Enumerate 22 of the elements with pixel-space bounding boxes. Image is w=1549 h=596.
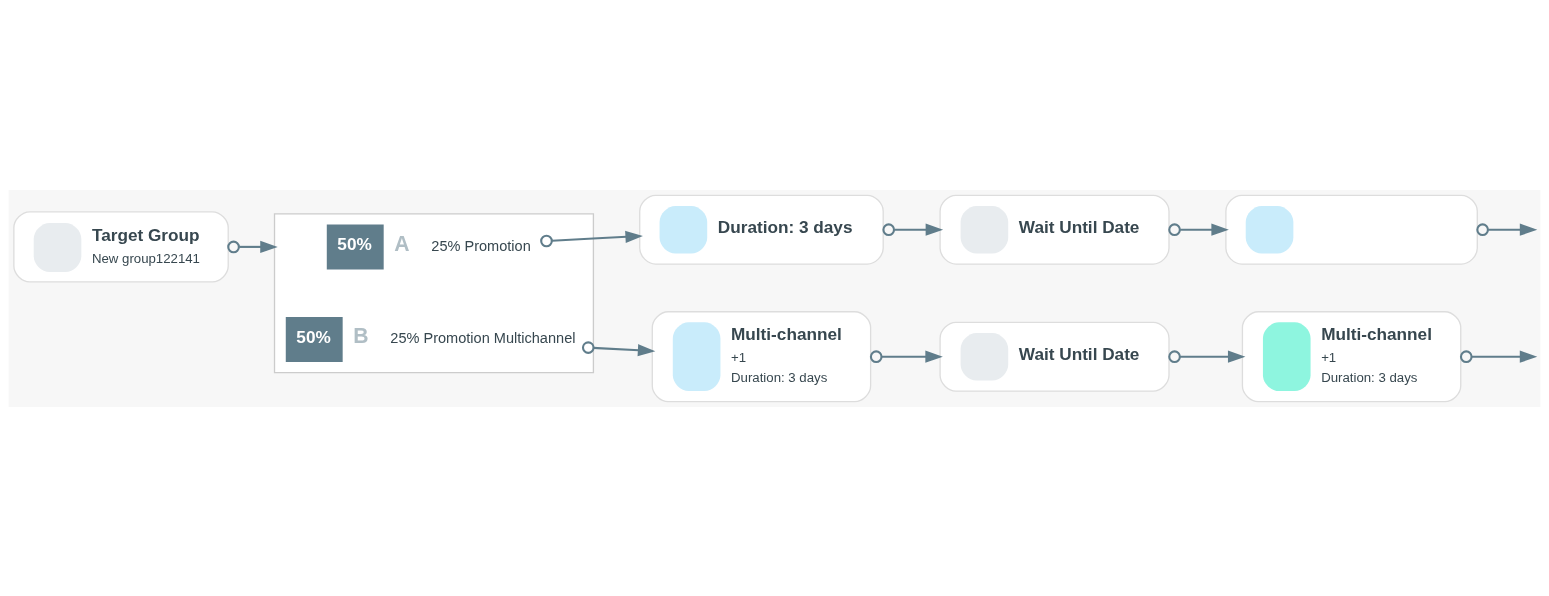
node-box: 50%: [285, 316, 343, 362]
node-box: Wait Until Date: [939, 194, 1170, 265]
arrow: [227, 240, 278, 253]
node-box: Duration: 3 days: [639, 194, 884, 265]
node-box: Target Group New group122141: [13, 210, 229, 283]
arrow: [1168, 349, 1246, 363]
arrow: [1488, 223, 1538, 236]
node-box: 50%: [326, 223, 384, 269]
node-box: Multi-channel +1 Duration: 3 days: [651, 310, 872, 402]
node-label: 25% Promotion: [431, 237, 531, 254]
arrow: [1471, 350, 1538, 363]
node-box: Wait Until Date: [939, 321, 1170, 392]
node-label: B: [353, 323, 369, 347]
arrow: [540, 230, 643, 247]
arrow: [581, 340, 656, 356]
arrow: [1168, 222, 1229, 236]
arrow: [882, 222, 944, 236]
arrow: [869, 349, 943, 363]
node-box: [1225, 194, 1478, 265]
node-label: 25% Promotion Multichannel: [390, 329, 576, 346]
node-label: A: [394, 231, 410, 255]
node-box: Multi-channel +1 Duration: 3 days: [1241, 310, 1462, 402]
